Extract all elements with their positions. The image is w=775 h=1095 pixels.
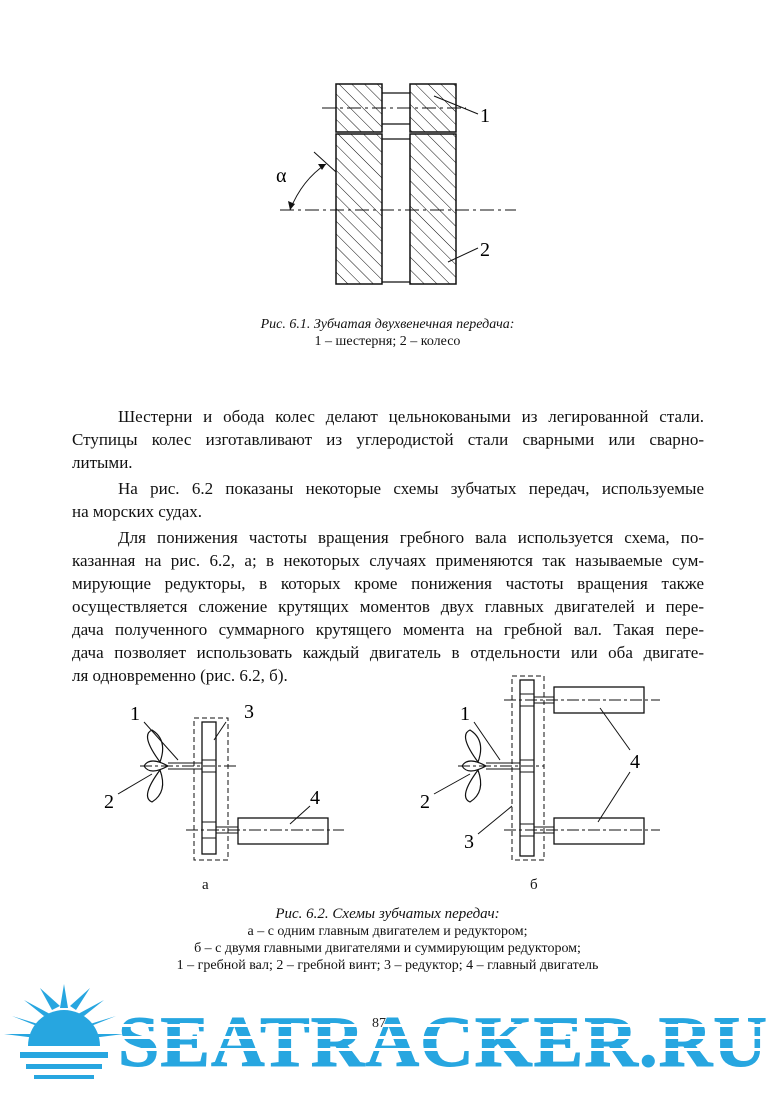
- caption-line: 1 – гребной вал; 2 – гребной винт; 3 – р…: [176, 958, 599, 973]
- watermark-text: SEATRACKER.RU: [118, 1002, 768, 1082]
- figure-6-2-caption: Рис. 6.2. Схемы зубчатых передач: а – с …: [0, 906, 775, 974]
- label-2: 2: [480, 239, 490, 261]
- main-engine-b-top: [553, 686, 645, 714]
- caption-legend: 1 – шестерня; 2 – колесо: [314, 334, 461, 349]
- text-line: литыми.: [72, 453, 133, 472]
- caption-title: Рис. 6.2. Схемы зубчатых передач:: [275, 906, 500, 922]
- wheel-right-rim: [409, 133, 457, 285]
- text-line: мирующие редукторы, в которых кроме пони…: [72, 574, 704, 593]
- reducer-outline-b: [511, 675, 545, 861]
- paragraph-2: На рис. 6.2 показаны некоторые схемы зуб…: [72, 477, 704, 523]
- label-1: 1: [480, 105, 490, 127]
- caption-title: Рис. 6.1. Зубчатая двухвенечная передача…: [260, 317, 515, 332]
- label-b-3: 3: [464, 831, 474, 853]
- text-line: На рис. 6.2 показаны некоторые схемы зуб…: [118, 479, 704, 498]
- text-line: Шестерни и обода колес делают цельнокова…: [118, 407, 704, 426]
- text-line: Для понижения частоты вращения гребного …: [118, 528, 704, 547]
- scheme-b: 1 2 3 4: [420, 675, 660, 861]
- label-a-2: 2: [104, 791, 114, 813]
- main-engine-a: [237, 817, 329, 845]
- figure-6-1-caption: Рис. 6.1. Зубчатая двухвенечная передача…: [0, 316, 775, 350]
- caption-line: б – с двумя главными двигателями и сумми…: [194, 941, 581, 956]
- label-b-4: 4: [630, 751, 640, 773]
- caption-line: а – с одним главным двигателем и редукто…: [247, 924, 528, 939]
- text-line: осуществляется сложение крутящих моменто…: [72, 597, 704, 616]
- body-text: Шестерни и обода колес делают цельнокова…: [72, 405, 704, 687]
- text-line: ля одновременно (рис. 6.2, б).: [72, 666, 288, 685]
- label-a-1: 1: [130, 703, 140, 725]
- figure-6-1-drawing: 1 2 α: [276, 83, 516, 285]
- text-line: на морских судах.: [72, 502, 202, 521]
- scheme-a: 1 2 3 4: [104, 701, 344, 861]
- paragraph-3: Для понижения частоты вращения гребного …: [72, 526, 704, 687]
- sun-logo-icon: [4, 984, 124, 1079]
- label-alpha: α: [276, 165, 287, 187]
- figure-6-2-drawing: 1 2 3 4 1 2 3: [104, 675, 660, 861]
- text-line: дача позволяет использовать каждый двига…: [72, 643, 704, 662]
- wheel-left-rim: [335, 133, 383, 285]
- main-engine-b-bottom: [553, 817, 645, 845]
- paragraph-1: Шестерни и обода колес делают цельнокова…: [72, 405, 704, 474]
- text-line: Ступицы колес изготавливают из углеродис…: [72, 430, 704, 449]
- sublabel-a: а: [202, 877, 209, 893]
- page-number: 87: [372, 1016, 386, 1031]
- reducer-outline-a: [193, 717, 229, 861]
- propeller-b: [461, 729, 488, 803]
- text-line: казанная на рис. 6.2, а; в некоторых слу…: [72, 551, 704, 570]
- propeller-a: [143, 729, 170, 803]
- sublabel-b: б: [530, 877, 538, 893]
- label-a-4: 4: [310, 787, 320, 809]
- text-line: дача полученного суммарного крутящего мо…: [72, 620, 704, 639]
- seatracker-watermark: SEATRACKER.RU: [4, 984, 768, 1083]
- label-b-1: 1: [460, 703, 470, 725]
- label-b-2: 2: [420, 791, 430, 813]
- label-a-3: 3: [244, 701, 254, 723]
